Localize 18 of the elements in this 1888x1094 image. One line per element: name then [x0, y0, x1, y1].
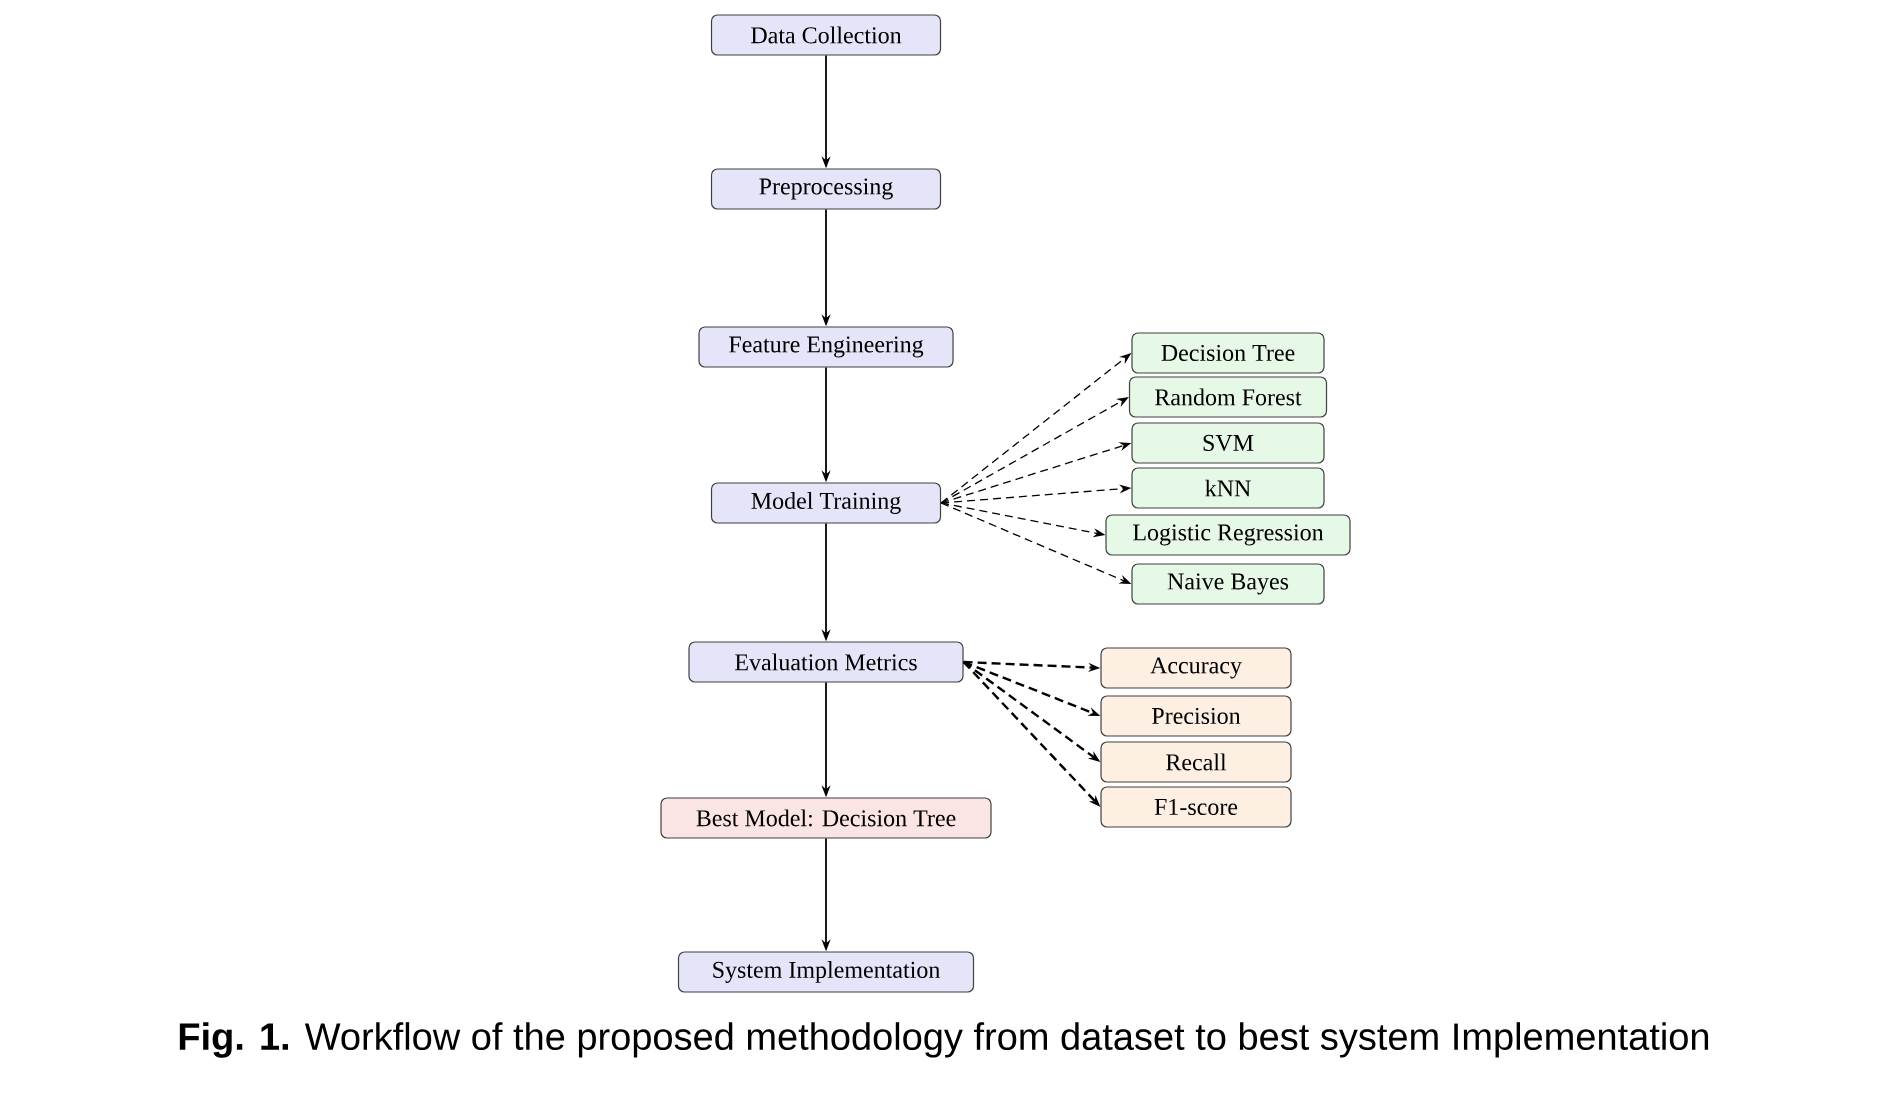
process-box: Preprocessing	[710, 168, 942, 210]
process-box: Accuracy	[1100, 647, 1292, 689]
process-box: Data Collection	[710, 14, 942, 56]
process-box: kNN	[1131, 467, 1325, 509]
process-box: Recall	[1100, 741, 1292, 783]
process-box: System Implementation	[677, 951, 975, 993]
figure-caption: Fig. 1. Workflow of the proposed methodology from dataset to best system Implementation	[179, 1022, 1709, 1058]
process-box: Naive Bayes	[1131, 563, 1325, 605]
process-box: Best Model: Decision Tree	[660, 797, 992, 839]
process-box: Random Forest	[1128, 376, 1328, 418]
process-box: Evaluation Metrics	[688, 641, 964, 683]
process-box: SVM	[1131, 422, 1325, 464]
process-box: F1-score	[1100, 786, 1292, 828]
process-box: Feature Engineering	[698, 326, 954, 368]
process-box: Model Training	[710, 482, 942, 524]
process-box: Logistic Regression	[1105, 514, 1351, 556]
process-box: Precision	[1100, 695, 1292, 737]
process-box: Decision Tree	[1131, 332, 1325, 374]
